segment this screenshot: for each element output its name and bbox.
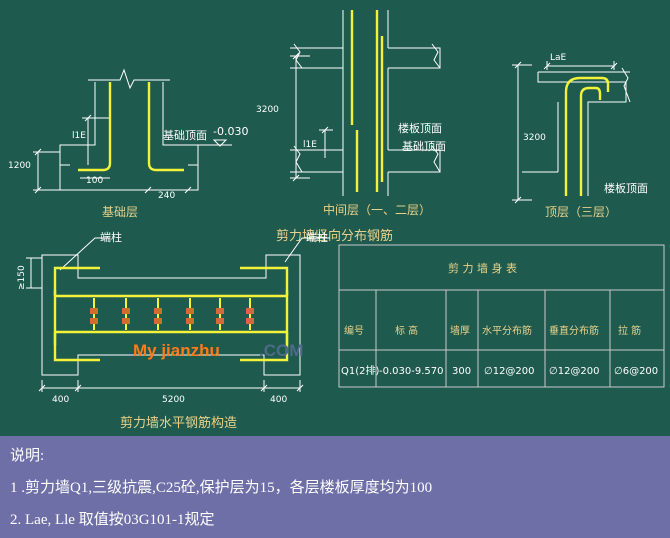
foundation-height-dim: 1200	[8, 161, 31, 171]
foundation-detail	[33, 68, 232, 194]
middle-caption: 中间层（一、二层）	[323, 202, 431, 217]
end-column-right-label: 端柱	[306, 230, 328, 244]
foundation-dim-240: 240	[158, 191, 175, 201]
middle-floor-rebar	[350, 10, 384, 192]
top-lae-label: LaE	[550, 53, 567, 63]
top-floor-rebar	[564, 76, 610, 196]
top-floor-detail	[512, 61, 631, 204]
table-header-tie: 拉 筋	[618, 324, 641, 337]
notes-heading: 说明:	[10, 448, 45, 464]
foundation-l1e-label: l1E	[72, 131, 86, 141]
foundation-dim-100: 100	[86, 176, 103, 186]
horizontal-section	[26, 237, 330, 392]
dim-400-right: 400	[270, 395, 287, 405]
table-cell-tie: ∅6@200	[614, 366, 658, 377]
notes-line-1: 1 .剪力墙Q1,三级抗震,C25砼,保护层为15，各层楼板厚度均为100	[10, 480, 433, 496]
foundation-rebar	[78, 82, 184, 172]
table-cell-vertical: ∅12@200	[549, 366, 600, 377]
notes-line-2: 2. Lae, Lle 取值按03G101-1规定	[10, 512, 215, 528]
top-caption: 顶层（三层）	[545, 205, 617, 219]
middle-l1e-label: l1E	[303, 140, 317, 150]
dim-400-left: 400	[52, 395, 69, 405]
table-cell-id: Q1(2排)	[341, 364, 379, 377]
wall-schedule-table	[338, 244, 665, 388]
top-floor-top-label: 楼板顶面	[604, 181, 648, 195]
table-header-elevation: 标 高	[395, 324, 418, 337]
table-title: 剪 力 墙 身 表	[448, 261, 517, 275]
foundation-top-label: 基础顶面	[163, 129, 207, 142]
horizontal-rebar	[53, 266, 289, 362]
watermark-domain: .COM	[259, 341, 303, 360]
middle-foundation-top-label: 基础顶面	[402, 140, 446, 153]
vertical-caption: 剪力墙竖向分布钢筋	[276, 228, 393, 244]
foundation-caption: 基础层	[102, 205, 138, 219]
foundation-top-elevation: -0.030	[213, 125, 248, 138]
table-header-vertical: 垂直分布筋	[549, 324, 599, 337]
table-header-id: 编号	[344, 324, 364, 337]
structural-drawing: l1E 基础顶面 -0.030 1200 100 240 基础层 3200 l1…	[8, 10, 665, 431]
table-header-horizontal: 水平分布筋	[482, 324, 532, 337]
watermark-text: My jianzhu	[133, 341, 220, 360]
horizontal-caption: 剪力墙水平钢筋构造	[120, 415, 237, 431]
notes-panel: 说明: 1 .剪力墙Q1,三级抗震,C25砼,保护层为15，各层楼板厚度均为10…	[0, 436, 670, 538]
table-cell-elevation: -0.030-9.570	[379, 366, 443, 377]
dim-5200: 5200	[162, 395, 185, 405]
table-header-thickness: 墙厚	[450, 324, 470, 337]
middle-floor-top-label: 楼板顶面	[398, 121, 442, 135]
end-column-left-label: 端柱	[100, 230, 122, 244]
middle-floor-detail	[290, 10, 441, 196]
table-cell-thickness: 300	[452, 366, 471, 377]
horizontal-ties	[93, 298, 251, 330]
top-height-dim: 3200	[523, 133, 546, 143]
middle-height-dim: 3200	[256, 105, 279, 115]
table-cell-horizontal: ∅12@200	[484, 366, 535, 377]
horizontal-tie-hooks	[90, 308, 254, 324]
side-dim-150: ≥150	[17, 265, 27, 290]
